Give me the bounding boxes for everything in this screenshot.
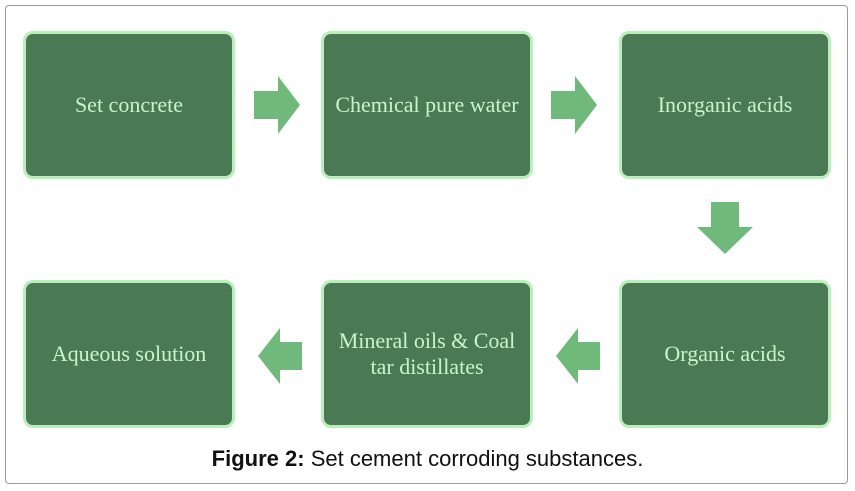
box-chemical-pure-water: Chemical pure water <box>321 31 533 179</box>
box-label: Set concrete <box>74 92 184 117</box>
figure-caption: Figure 2: Set cement corroding substance… <box>0 446 855 472</box>
box-label: Inorganic acids <box>657 92 793 117</box>
box-label: Mineral oils & Coal tar distillates <box>338 328 516 379</box>
caption-prefix: Figure 2: <box>211 446 305 471</box>
box-label: Chemical pure water <box>335 92 519 117</box>
down-arrow-icon <box>697 202 753 254</box>
box-aqueous-solution: Aqueous solution <box>23 280 235 428</box>
right-arrow-icon <box>551 76 597 134</box>
caption-text: Set cement corroding substances. <box>304 446 644 471</box>
box-organic-acids: Organic acids <box>619 280 831 428</box>
box-label: Aqueous solution <box>51 341 207 366</box>
right-arrow-icon <box>254 76 300 134</box>
box-inorganic-acids: Inorganic acids <box>619 31 831 179</box>
left-arrow-icon <box>556 328 600 384</box>
box-mineral-oils-coal-tar: Mineral oils & Coal tar distillates <box>321 280 533 428</box>
box-set-concrete: Set concrete <box>23 31 235 179</box>
box-label: Organic acids <box>664 341 786 366</box>
left-arrow-icon <box>258 328 302 384</box>
